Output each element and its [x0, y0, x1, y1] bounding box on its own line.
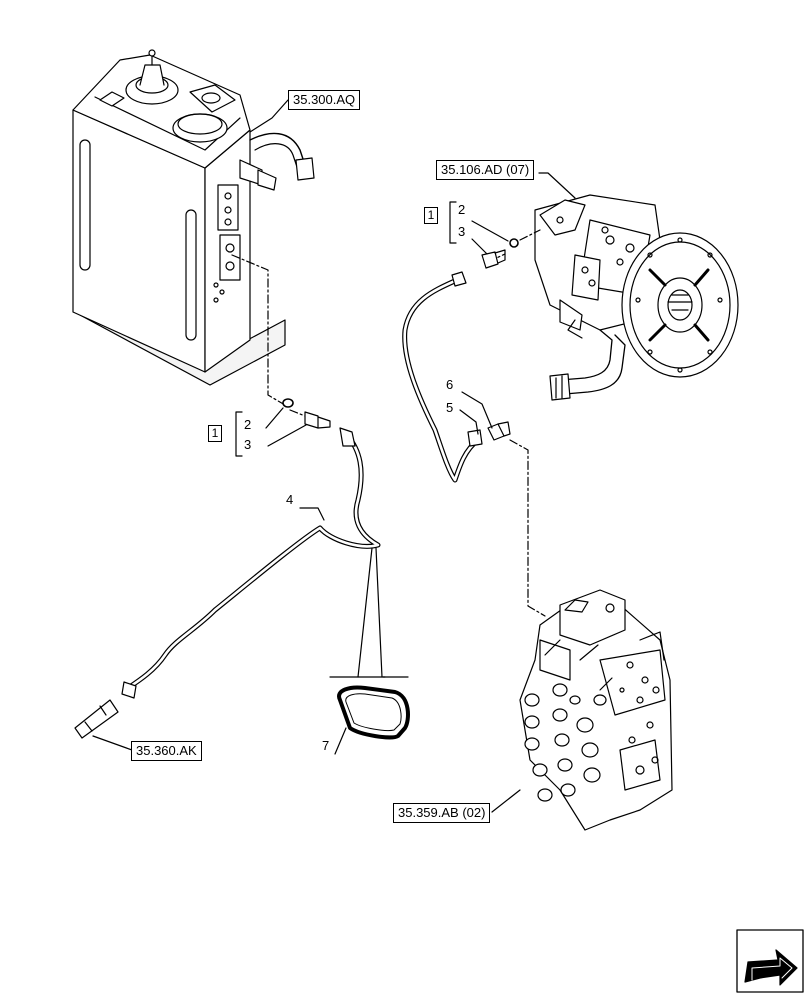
leader-6 — [461, 391, 493, 429]
ref-suction-label[interactable]: 35.360.AK — [131, 741, 202, 761]
hose-5 — [402, 271, 483, 483]
hydraulic-pump — [534, 194, 739, 401]
leader-right-3 — [471, 238, 488, 255]
support-line-a — [357, 547, 373, 678]
hose-4 — [74, 427, 381, 739]
left-o-ring — [282, 398, 294, 408]
callout-right-3: 3 — [458, 224, 466, 239]
ref-valve-label[interactable]: 35.359.AB (02) — [393, 803, 491, 823]
callout-right-2: 2 — [458, 202, 466, 217]
control-valve — [519, 589, 673, 831]
leader-suction — [92, 735, 133, 751]
next-page-arrow-icon[interactable] — [736, 929, 804, 993]
bracket-left — [235, 411, 243, 457]
leader-5 — [459, 409, 479, 435]
leader-7 — [334, 727, 347, 755]
right-adapter-fitting — [481, 249, 506, 269]
kit-callout-left: 1 — [208, 425, 222, 442]
ref-tank-label[interactable]: 35.300.AQ — [288, 90, 361, 110]
callout-seal-7: 7 — [322, 738, 330, 753]
callout-left-3: 3 — [244, 437, 252, 452]
right-o-ring — [509, 238, 519, 248]
callout-hose-4: 4 — [286, 492, 294, 507]
leader-tank — [249, 99, 289, 133]
leader-right-2 — [471, 220, 509, 242]
leader-pump — [538, 172, 576, 199]
leader-left-3 — [267, 424, 307, 447]
leader-4 — [299, 507, 325, 521]
elbow-fitting-6 — [487, 421, 511, 441]
kit-callout-right: 1 — [424, 207, 438, 224]
tank-centerline — [231, 254, 286, 406]
seal-ring-7 — [337, 685, 410, 740]
callout-left-2: 2 — [244, 417, 252, 432]
hydraulic-tank — [72, 49, 315, 386]
leader-valve — [491, 789, 521, 813]
leader-left-2 — [265, 407, 284, 429]
bracket-right — [449, 201, 457, 244]
left-adapter-fitting — [304, 411, 331, 429]
callout-fitting-6: 6 — [446, 377, 454, 392]
ref-pump-label[interactable]: 35.106.AD (07) — [436, 160, 535, 180]
valve-centerline — [509, 439, 546, 617]
callout-hose-5: 5 — [446, 400, 454, 415]
support-line-b — [375, 547, 383, 678]
